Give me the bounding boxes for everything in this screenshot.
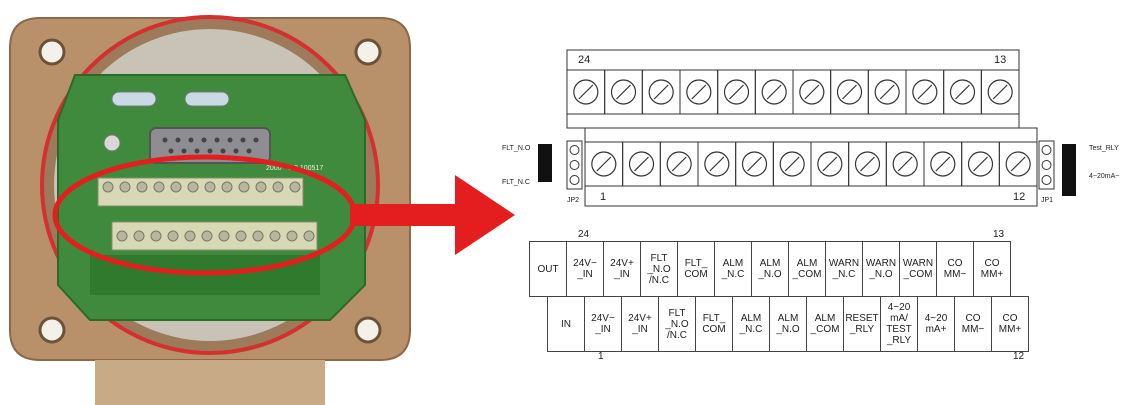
terminal-cell [998, 141, 1038, 187]
arrow-right-icon [350, 175, 515, 255]
screw-slot [691, 84, 707, 100]
upper-block-right-number: 13 [994, 54, 1006, 66]
screw-slot [935, 156, 951, 172]
pinout-bottom-end: 12 [1013, 351, 1025, 362]
screw-slot [804, 84, 820, 100]
pin-label-cell: CO MM+ [991, 296, 1029, 352]
mount-hole-icon [38, 38, 66, 66]
screw-slot [671, 156, 687, 172]
upper-block-header [566, 49, 1020, 71]
upper-block-left-number: 24 [578, 54, 590, 66]
terminal-cell [980, 69, 1020, 115]
screw-slot [709, 156, 725, 172]
lower-block-header [584, 127, 1038, 143]
pinout-top-start: 24 [578, 229, 590, 240]
pin-label-cell: ALM _COM [788, 241, 826, 297]
lower-screw-row [584, 141, 1038, 187]
pin-label-cell: 24V+ _IN [603, 241, 641, 297]
upper-screw-row [566, 69, 1020, 115]
pin-label-cell: FLT_ COM [677, 241, 715, 297]
screw-slot [955, 84, 970, 100]
pin-label-cell: 24V− _IN [584, 296, 622, 352]
mount-hole-icon [354, 316, 382, 344]
pin-label-cell: CO MM− [936, 241, 974, 297]
pin-label-cell: FLT _N.O /N.C [640, 241, 678, 297]
photo-terminal-upper [97, 177, 304, 207]
screw-slot [747, 156, 762, 172]
pin-label-cell: WARN _N.O [862, 241, 900, 297]
pinout-bottom-start: 1 [598, 351, 604, 362]
mount-hole-icon [354, 38, 382, 66]
screw-slot [653, 84, 669, 100]
pin-label-cell: ALM _N.C [732, 296, 770, 352]
pin-label-cell: ALM _N.C [714, 241, 752, 297]
jp2-name: JP2 [567, 197, 579, 204]
screw-slot [1010, 156, 1026, 172]
pin-label-cell: ALM _N.O [751, 241, 789, 297]
screw-slot [634, 156, 649, 172]
pin-label-cell: 24V− _IN [566, 241, 604, 297]
pin-label-cell: FLT _N.O /N.C [658, 296, 696, 352]
pin-label-cell: OUT [529, 241, 567, 297]
screw-slot [992, 84, 1008, 100]
screw-slot [596, 156, 612, 172]
pin-label-cell: WARN _COM [899, 241, 937, 297]
upper-block-base [566, 113, 1020, 129]
jp2-bottom-label: FLT_N.C [502, 179, 530, 186]
pin-label-cell: 24V+ _IN [621, 296, 659, 352]
jp1-name: JP1 [1041, 197, 1053, 204]
pin-label-cell: WARN _N.C [825, 241, 863, 297]
screw-slot [729, 84, 744, 100]
screw-slot [897, 156, 913, 172]
screw-slot [822, 156, 838, 172]
mount-hole-icon [38, 316, 66, 344]
screw-slot [784, 156, 800, 172]
lower-block-left-number: 1 [600, 191, 606, 203]
screw-slot [917, 84, 933, 100]
jp2-plug [538, 144, 552, 182]
lower-block-base [584, 185, 1038, 207]
pin-label-cell: CO MM+ [973, 241, 1011, 297]
pin-label-cell: RESET _RLY [843, 296, 881, 352]
jp2-top-label: FLT_N.O [502, 145, 531, 152]
pin-label-cell: ALM _N.O [769, 296, 807, 352]
housing-photo: 2000- -1.0 100517 [0, 0, 420, 405]
lower-block-right-number: 12 [1013, 191, 1025, 203]
pin-label-cell: IN [547, 296, 585, 352]
photo-terminal-lower [111, 221, 318, 251]
pin-label-cell: FLT_ COM [695, 296, 733, 352]
screw-slot [860, 156, 875, 172]
pcb-connector [149, 127, 271, 164]
pin-label-cell: 4~20 mA/ TEST _RLY [880, 296, 918, 352]
screw-slot [578, 84, 594, 100]
jp1-plug [1062, 144, 1076, 196]
pinout-top-end: 13 [993, 229, 1005, 240]
screw-slot [973, 156, 988, 172]
pin-label-cell: 4~20 mA+ [917, 296, 955, 352]
jp1-bottom-label: 4~20mA~ [1089, 173, 1119, 180]
pin-label-cell: CO MM− [954, 296, 992, 352]
jp1-top-label: Test_RLY [1089, 145, 1119, 152]
screw-slot [879, 84, 895, 100]
screw-slot [842, 84, 857, 100]
screw-slot [616, 84, 631, 100]
pin-label-cell: ALM _COM [806, 296, 844, 352]
screw-slot [766, 84, 782, 100]
